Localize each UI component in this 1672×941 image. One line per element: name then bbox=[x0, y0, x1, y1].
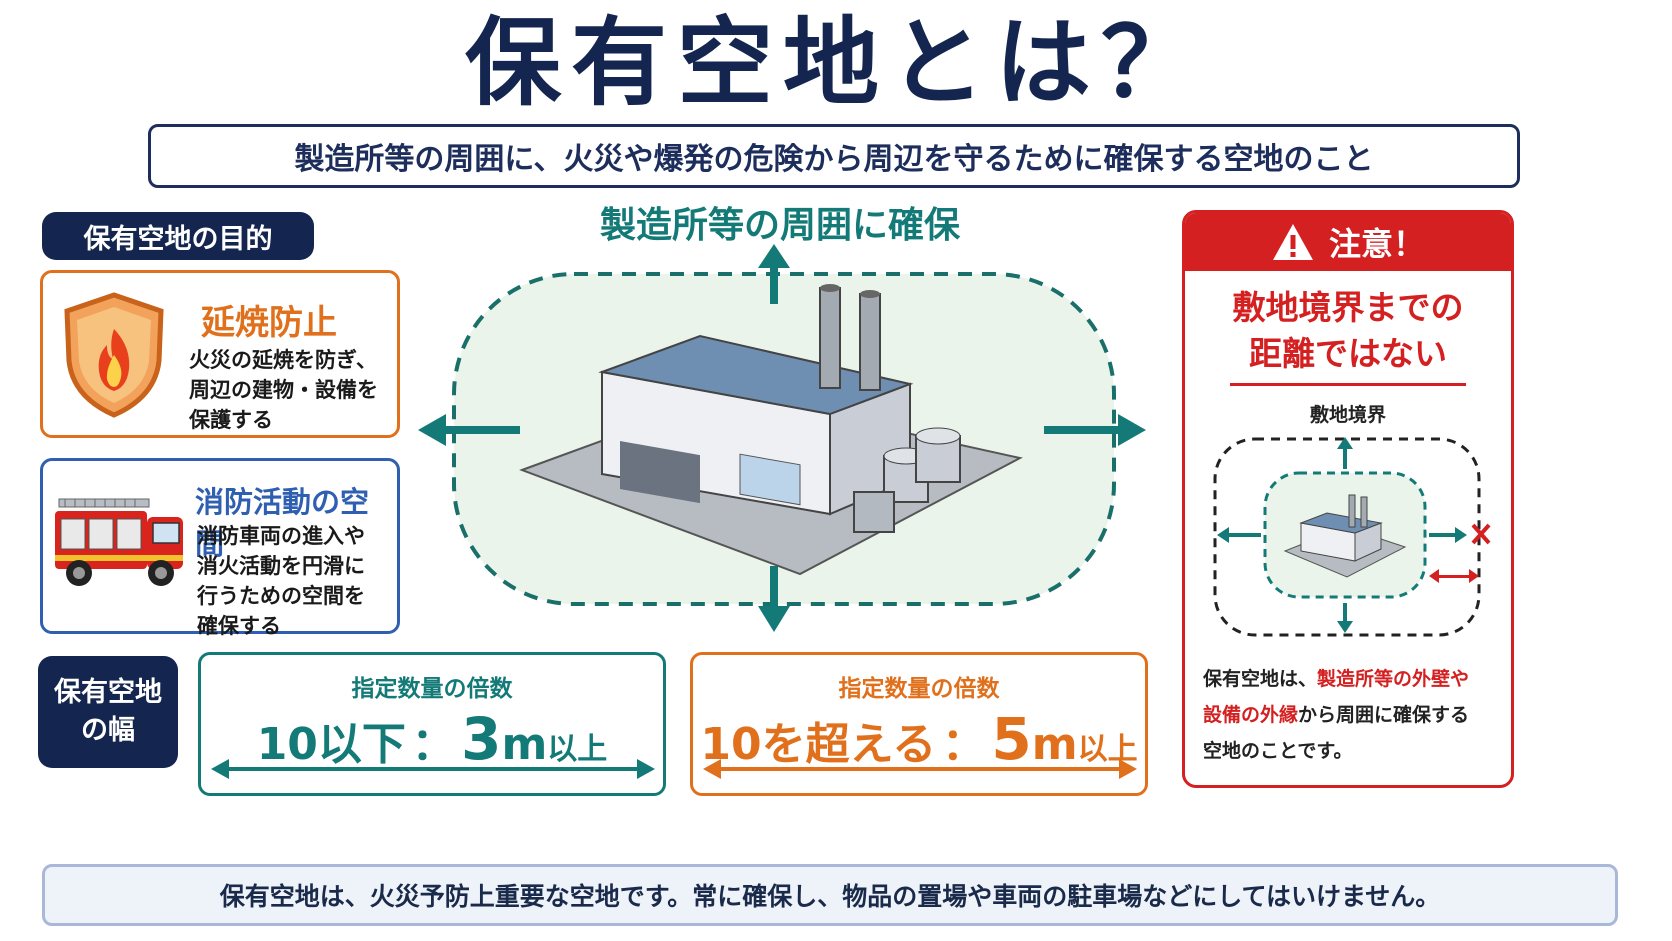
desc-line: 消火活動を円滑に bbox=[197, 554, 365, 578]
arrow-down-icon bbox=[758, 566, 790, 632]
note-text-emphasis: 設備の外縁 bbox=[1203, 704, 1299, 726]
desc-line: 行うための空間を bbox=[197, 584, 365, 608]
note-text-emphasis: 製造所等の外壁や bbox=[1317, 668, 1470, 690]
caution-underline bbox=[1230, 383, 1466, 386]
desc-line: 保護する bbox=[189, 408, 273, 432]
purpose-card-fire-spread: 延焼防止 火災の延焼を防ぎ、 周辺の建物・設備を 保護する bbox=[40, 270, 400, 438]
caution-header-label: 注意！ bbox=[1328, 225, 1425, 263]
boundary-label: 敷地境界 bbox=[1309, 404, 1386, 426]
width-suffix: 以上 bbox=[1077, 732, 1138, 767]
center-heading: 製造所等の周囲に確保 bbox=[599, 205, 960, 246]
width-cond: 10を超える bbox=[700, 719, 937, 770]
caution-header: 注意！ bbox=[1185, 213, 1511, 271]
width-box-over-10: 指定数量の倍数 10を超える ： 5m以上 bbox=[690, 652, 1148, 796]
purpose-header-label: 保有空地の目的 bbox=[83, 223, 273, 255]
arrow-up-icon bbox=[758, 244, 790, 304]
desc-line: 確保する bbox=[197, 614, 281, 638]
width-unit: m bbox=[501, 719, 548, 770]
caution-title: 敷地境界までの 距離ではない bbox=[1185, 285, 1511, 377]
firefighting-desc: 消防車両の進入や 消火活動を円滑に 行うための空間を 確保する bbox=[197, 521, 365, 641]
firefighting-title: 消防活動の空間 bbox=[195, 485, 370, 561]
fire-truck-icon bbox=[55, 498, 183, 586]
desc-line: 火災の延焼を防ぎ、 bbox=[189, 348, 377, 372]
double-arrow-icon bbox=[211, 759, 655, 779]
caution-panel: 注意！ 敷地境界までの 距離ではない 敷地境界 保有空地は、製造所等の外壁や 設… bbox=[1182, 210, 1514, 788]
width-box-value: 10を超える ： 5m以上 bbox=[693, 705, 1145, 773]
red-double-arrow-icon bbox=[1429, 569, 1479, 583]
width-header-line: 保有空地 bbox=[54, 677, 162, 708]
caution-note: 保有空地は、製造所等の外壁や 設備の外縁から周囲に確保する 空地のことです。 bbox=[1203, 661, 1503, 769]
page-title: 保有空地とは？ bbox=[465, 7, 1207, 119]
cross-icon bbox=[1471, 523, 1491, 545]
footer-text: 保有空地は、火災予防上重要な空地です。常に確保し、物品の置場や車両の駐車場などに… bbox=[219, 882, 1441, 911]
double-arrow-icon bbox=[703, 759, 1137, 779]
width-box-label: 指定数量の倍数 bbox=[838, 676, 1000, 702]
width-box-under-10: 指定数量の倍数 10以下 ： 3m以上 bbox=[198, 652, 666, 796]
definition-box: 製造所等の周囲に、火災や爆発の危険から周辺を守るために確保する空地のこと bbox=[148, 124, 1520, 188]
width-box-value: 10以下 ： 3m以上 bbox=[201, 705, 663, 773]
footer-note: 保有空地は、火災予防上重要な空地です。常に確保し、物品の置場や車両の駐車場などに… bbox=[42, 864, 1618, 926]
arrow-icon bbox=[1217, 437, 1467, 633]
boundary-diagram bbox=[1213, 437, 1491, 637]
arrow-left-icon bbox=[418, 414, 520, 446]
fire-spread-title: 延焼防止 bbox=[201, 303, 337, 343]
width-header: 保有空地 の幅 bbox=[38, 656, 178, 768]
caution-title-line: 距離ではない bbox=[1249, 334, 1447, 373]
purpose-card-firefighting: 消防活動の空間 消防車両の進入や 消火活動を円滑に 行うための空間を 確保する bbox=[40, 458, 400, 638]
width-sep: ： bbox=[411, 719, 456, 770]
note-text: から周囲に確保する bbox=[1298, 704, 1470, 726]
warning-icon bbox=[1272, 224, 1313, 260]
width-unit: m bbox=[1031, 719, 1078, 770]
width-header-line: の幅 bbox=[81, 715, 135, 746]
width-suffix: 以上 bbox=[547, 732, 608, 767]
width-cond: 10以下 bbox=[256, 719, 406, 770]
purpose-header: 保有空地の目的 bbox=[42, 212, 314, 260]
width-box-label: 指定数量の倍数 bbox=[351, 676, 513, 702]
width-num: 5 bbox=[991, 705, 1032, 773]
fire-spread-desc: 火災の延焼を防ぎ、 周辺の建物・設備を 保護する bbox=[189, 345, 378, 435]
width-sep: ： bbox=[941, 719, 986, 770]
note-text: 保有空地は、 bbox=[1203, 668, 1318, 690]
caution-title-line: 敷地境界までの bbox=[1232, 288, 1464, 327]
arrow-right-icon bbox=[1044, 414, 1146, 446]
definition-text: 製造所等の周囲に、火災や爆発の危険から周辺を守るために確保する空地のこと bbox=[294, 142, 1374, 177]
note-text: 空地のことです。 bbox=[1203, 740, 1353, 762]
width-num: 3 bbox=[461, 705, 502, 773]
factory-diagram bbox=[418, 244, 1146, 632]
desc-line: 消防車両の進入や bbox=[197, 524, 365, 548]
desc-line: 周辺の建物・設備を bbox=[189, 378, 378, 402]
shield-fire-icon bbox=[64, 292, 164, 418]
